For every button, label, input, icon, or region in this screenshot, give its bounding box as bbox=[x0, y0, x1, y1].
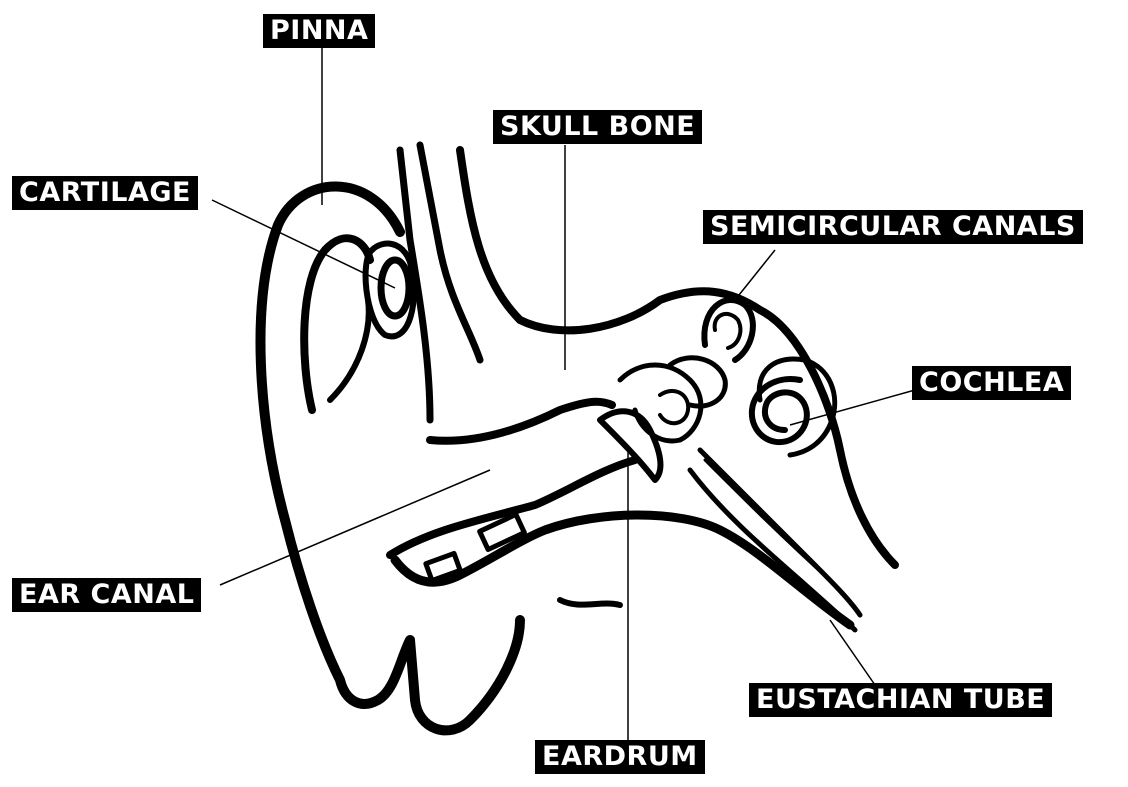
skull-bone-inner bbox=[420, 145, 480, 360]
semicircular-canal-2 bbox=[715, 314, 741, 348]
label-eustachian-tube: EUSTACHIAN TUBE bbox=[749, 683, 1052, 717]
ossicles bbox=[660, 391, 688, 423]
label-cartilage: CARTILAGE bbox=[12, 176, 198, 210]
semicircular-canal-1 bbox=[704, 300, 753, 360]
semicircular-canals-leader bbox=[735, 250, 775, 300]
label-cochlea: COCHLEA bbox=[912, 366, 1071, 400]
eustachian-tube-lower bbox=[690, 470, 855, 630]
jaw-lower-curve bbox=[560, 600, 620, 605]
cartilage-leader bbox=[212, 200, 395, 288]
pinna-outline bbox=[260, 186, 520, 730]
label-ear-canal: EAR CANAL bbox=[12, 578, 201, 612]
label-skull-bone: SKULL BONE bbox=[493, 110, 702, 144]
label-semicircular-canals: SEMICIRCULAR CANALS bbox=[703, 210, 1083, 244]
ear-canal-top bbox=[430, 402, 612, 441]
label-pinna: PINNA bbox=[263, 14, 375, 48]
antihelix-outline bbox=[304, 238, 370, 410]
concha-outline bbox=[330, 300, 369, 400]
label-eardrum: EARDRUM bbox=[535, 740, 705, 774]
semicircular-canal-3 bbox=[670, 358, 725, 406]
